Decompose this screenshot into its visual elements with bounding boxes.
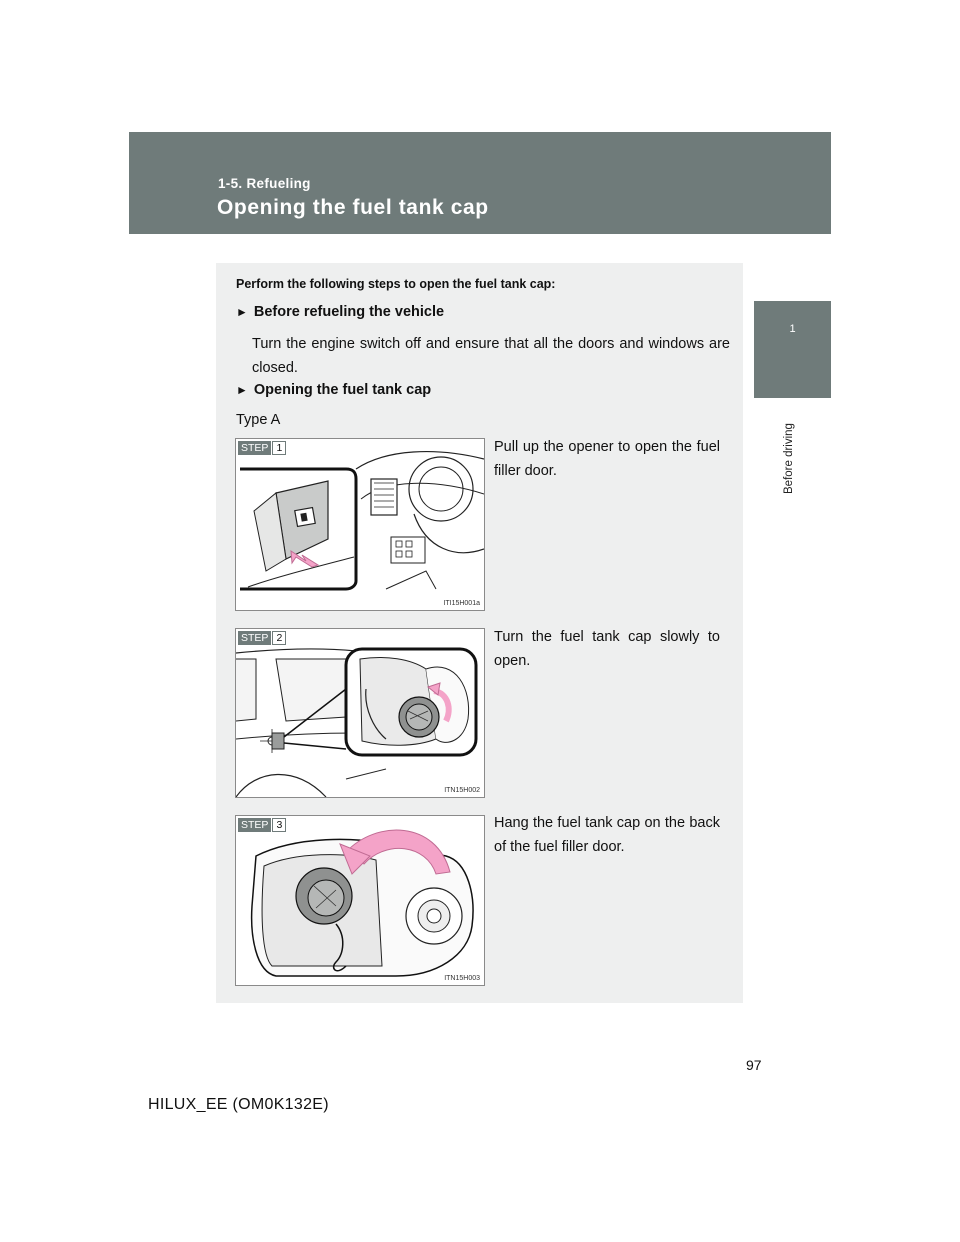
bullet-opening-cap: ► Opening the fuel tank cap xyxy=(236,382,431,398)
chapter-label: Before driving xyxy=(783,423,795,494)
step1-text: Pull up the opener to open the fuel fill… xyxy=(494,439,720,479)
step-label: STEP xyxy=(238,441,272,455)
image-code: ITN15H002 xyxy=(444,787,480,794)
fuel-filler-door-illustration xyxy=(250,829,474,977)
bullet-triangle-icon: ► xyxy=(236,305,248,319)
type-label: Type A xyxy=(236,412,281,428)
chapter-tab: 1 xyxy=(754,301,831,398)
vehicle-side-illustration xyxy=(236,647,478,797)
bullet-paragraph: Turn the engine switch off and ensure th… xyxy=(252,336,730,376)
intro-text: Perform the following steps to open the … xyxy=(236,277,556,291)
bullet-title: Before refueling the vehicle xyxy=(253,304,445,320)
step-label: STEP xyxy=(238,631,272,645)
step-number: 1 xyxy=(272,441,287,455)
chapter-label-wrap: Before driving xyxy=(779,400,799,510)
step-number: 2 xyxy=(272,631,287,645)
chapter-number: 1 xyxy=(789,323,796,335)
bullet-triangle-icon: ► xyxy=(236,383,248,397)
page-title: Opening the fuel tank cap xyxy=(217,196,489,219)
model-code: HILUX_EE (OM0K132E) xyxy=(148,1096,329,1113)
image-code: ITI15H001a xyxy=(443,600,480,607)
dashboard-illustration xyxy=(240,450,484,591)
content-panel: Perform the following steps to open the … xyxy=(216,263,743,1003)
step-label: STEP xyxy=(238,818,272,832)
step3-text: Hang the fuel tank cap on the back of th… xyxy=(494,815,720,855)
section-label: 1-5. Refueling xyxy=(218,176,311,191)
step-number: 3 xyxy=(272,818,287,832)
page-number: 97 xyxy=(746,1057,762,1073)
image-code: ITN15H003 xyxy=(444,975,480,982)
step2-text: Turn the fuel tank cap slowly to open. xyxy=(494,629,720,669)
bullet-before-refueling: ► Before refueling the vehicle xyxy=(236,304,444,320)
page-header: 1-5. Refueling Opening the fuel tank cap xyxy=(129,132,831,234)
bullet-title: Opening the fuel tank cap xyxy=(253,382,432,398)
